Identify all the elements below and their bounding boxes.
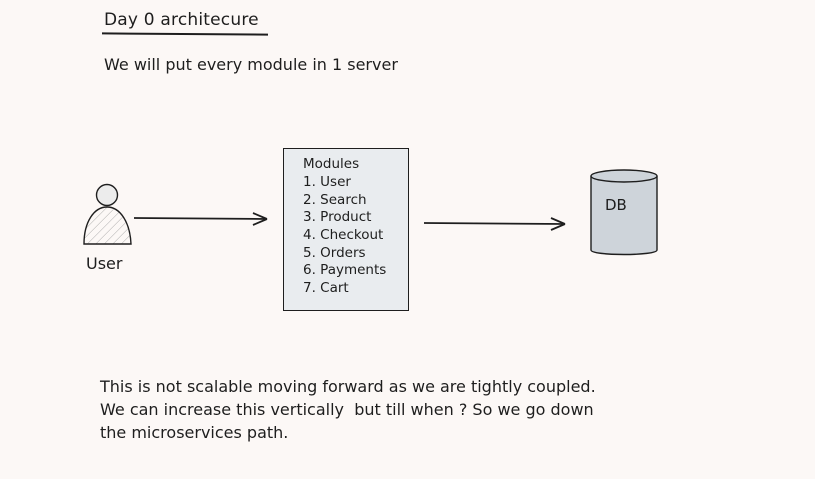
arrow-modules-to-db [423,217,566,231]
note-line: We can increase this vertically but till… [100,400,594,419]
modules-title: Modules [303,156,360,172]
module-item: 6. Payments [303,262,387,278]
database-icon [590,169,658,256]
arrow-user-to-modules [133,212,268,226]
note-line: the microservices path. [100,423,289,442]
subtitle-text: We will put every module in 1 server [104,55,398,74]
user-label: User [86,254,123,273]
module-item: 2. Search [303,192,367,208]
module-item: 4. Checkout [303,227,384,243]
module-item: 7. Cart [303,280,349,296]
modules-server-box [283,148,409,311]
module-item: 1. User [303,174,351,190]
database-label: DB [605,196,627,214]
note-line: This is not scalable moving forward as w… [100,377,596,396]
module-item: 5. Orders [303,245,366,261]
module-item: 3. Product [303,209,372,225]
user-icon [83,183,132,245]
page-title: Day 0 architecure [104,10,259,30]
note-text: This is not scalable moving forward as w… [100,375,740,444]
